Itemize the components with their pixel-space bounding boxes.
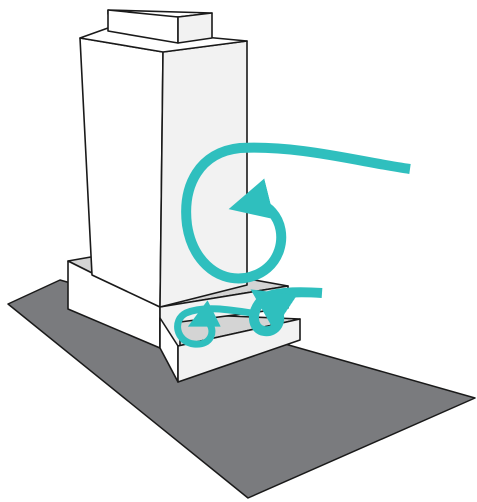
rooftop-box-right bbox=[177, 12, 213, 44]
wind-stream-lower bbox=[249, 287, 323, 337]
wind-vortex-front bbox=[174, 300, 259, 348]
ground-plane bbox=[7, 279, 476, 499]
wind-flow bbox=[174, 142, 411, 348]
tower-left-face bbox=[79, 37, 164, 308]
wind-stream-main bbox=[181, 142, 411, 284]
